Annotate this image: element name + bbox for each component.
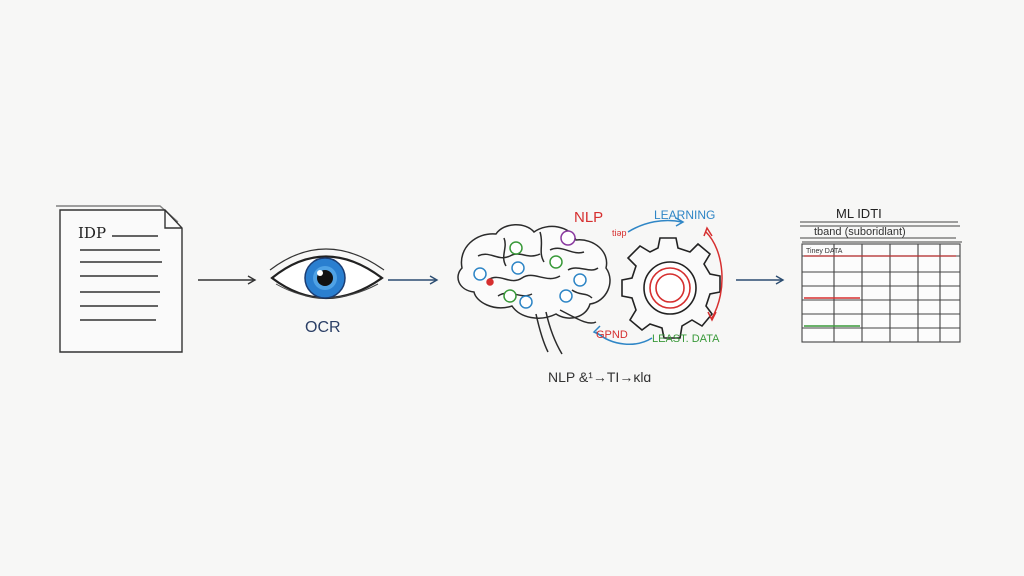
brain-icon [457,224,611,355]
gear-cycle-arrows [592,217,723,345]
gear-icon [621,237,721,339]
brain-node [509,241,523,255]
eye-label: OCR [305,319,341,336]
brain-node [473,267,487,281]
brain-node [503,289,517,303]
brain-small-label: tiəp [612,228,627,238]
document-label: IDP [78,224,106,242]
table-subtitle: tband (suboridlant) [814,226,906,238]
gear-bottom-label: LEAST. DATA [652,333,720,345]
brain-node [519,295,533,309]
arrow-1 [198,275,257,285]
table-title: ML IDTI [836,206,882,221]
eye-icon [269,248,385,300]
table-header: Tiney DATA [806,248,843,255]
brain-node [559,289,573,303]
brain-caption: NLP &¹→TI→κlɑ [548,369,651,385]
arrow-3 [736,275,785,285]
gear-left-label: GPND [596,329,628,341]
brain-top-label: NLP [574,209,603,226]
brain-node [573,273,587,287]
gear-top-label: LEARNING [654,208,715,222]
brain-nodes [473,230,587,309]
brain-node [511,261,525,275]
table-highlights [804,255,956,327]
brain-node [549,255,563,269]
brain-node [486,278,494,286]
document-icon [56,205,183,353]
arrow-2 [388,275,439,285]
table-icon [800,221,962,343]
brain-node [560,230,576,246]
